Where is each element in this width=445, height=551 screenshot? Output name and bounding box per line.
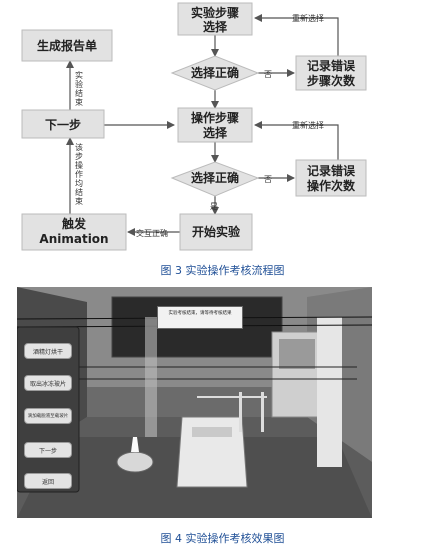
figure3-caption: 图 3 实验操作考核流程图	[160, 264, 285, 277]
svg-text:选择正确: 选择正确	[191, 65, 239, 80]
figure4-caption: 图 4 实验操作考核效果图	[160, 532, 285, 545]
scene-background	[17, 287, 372, 518]
svg-text:记录错误步骤次数: 记录错误步骤次数	[307, 58, 356, 88]
menu-button-add-liquid[interactable]: 滴加载脱液至载玻片	[24, 408, 72, 424]
edge-label-reselect-top: 重新选择	[292, 13, 324, 23]
edge-label-step-done: 该步操作均结束	[75, 142, 83, 206]
edge-label-yes: 是	[210, 202, 218, 211]
node-check-operate: 选择正确	[170, 161, 260, 197]
svg-text:选择正确: 选择正确	[191, 170, 239, 185]
svg-text:实验步骤选择: 实验步骤选择	[191, 5, 239, 34]
menu-button-back[interactable]: 返回	[24, 473, 72, 489]
svg-text:开始实验: 开始实验	[192, 224, 241, 239]
node-check-select: 选择正确	[170, 55, 260, 91]
exam-flowchart: 实验步骤选择 选择正确 记录错误步骤次数 操作步骤选择 选择正确 记录错误操作次…	[21, 2, 367, 251]
node-generate-report: 生成报告单	[21, 29, 113, 62]
edge-label-no-top: 否	[264, 70, 272, 79]
edge-label-no-mid: 否	[264, 175, 272, 184]
edge-label-interact-correct: 交互正确	[136, 228, 168, 238]
menu-button-lamp-dry[interactable]: 酒精灯烘干	[24, 343, 72, 359]
svg-text:下一步: 下一步	[45, 117, 81, 132]
edge-label-experiment-done: 实验结束	[75, 70, 83, 107]
node-record-step-errors: 记录错误步骤次数	[295, 55, 367, 91]
svg-text:操作步骤选择: 操作步骤选择	[191, 110, 239, 140]
node-start-experiment: 开始实验	[179, 213, 253, 251]
exam-finished-notice: 实验考核结束，请等待考核结果	[157, 306, 243, 329]
menu-button-next[interactable]: 下一步	[24, 442, 72, 458]
node-select-step: 实验步骤选择	[177, 2, 253, 36]
menu-button-take-frozen-slide[interactable]: 取出冰冻玻片	[24, 375, 72, 391]
svg-text:记录错误操作次数: 记录错误操作次数	[307, 163, 356, 193]
svg-text:生成报告单: 生成报告单	[37, 38, 97, 53]
node-record-op-errors: 记录错误操作次数	[295, 159, 367, 197]
edge-label-reselect-mid: 重新选择	[292, 120, 324, 130]
lab-3d-scene: 实验考核结束，请等待考核结果 酒精灯烘干 取出冰冻玻片 滴加载脱液至载玻片 下一…	[17, 287, 372, 518]
node-next-step: 下一步	[21, 109, 105, 139]
node-operate-step: 操作步骤选择	[177, 107, 253, 143]
